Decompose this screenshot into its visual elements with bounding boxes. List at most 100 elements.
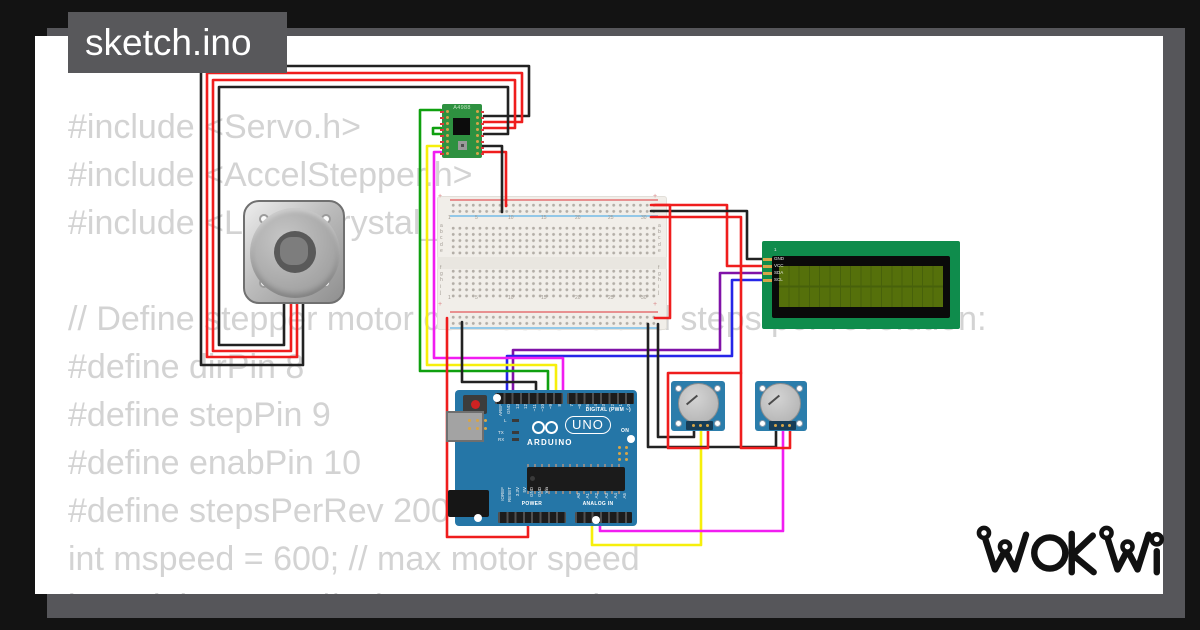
arduino-digital-pin-label: 13 <box>514 404 520 410</box>
arduino-digital-pin-label: ~6 <box>577 404 583 410</box>
icsp-pin[interactable] <box>484 427 488 431</box>
arduino-digital-pin-label: ~3 <box>601 404 607 410</box>
lcd-pin[interactable] <box>763 279 772 283</box>
pot-knob[interactable] <box>678 382 719 424</box>
breadboard-row-letter: c <box>658 235 661 242</box>
a4988-pin-pad <box>440 110 444 113</box>
a4988-pin-pad <box>440 134 444 137</box>
digital-caption: DIGITAL (PWM ~) <box>585 407 631 413</box>
arduino-led <box>512 431 519 434</box>
logo-node <box>997 539 1013 554</box>
pot-knob-indicator <box>767 394 781 405</box>
lcd-pin[interactable] <box>763 265 772 269</box>
arduino-power-pin-label: 5V <box>521 487 527 493</box>
reset-button-cap[interactable] <box>470 400 480 409</box>
digital-header-right[interactable] <box>567 393 634 404</box>
wokwi-logo <box>976 525 1165 576</box>
stepper-motor[interactable] <box>243 200 345 304</box>
a4988-pin[interactable] <box>445 110 449 114</box>
potentiometer-1[interactable] <box>671 381 725 431</box>
a4988-pin[interactable] <box>475 140 479 144</box>
board-mounting-hole <box>627 435 635 443</box>
a4988-pin[interactable] <box>475 110 479 114</box>
arduino-brand-label: ARDUINO <box>527 438 573 447</box>
a4988-pin[interactable] <box>475 134 479 138</box>
board-mounting-hole <box>592 516 600 524</box>
a4988-pin[interactable] <box>445 128 449 132</box>
code-line: #include <Servo.h> <box>68 108 361 146</box>
power-caption: POWER <box>521 501 543 507</box>
icsp-pin[interactable] <box>625 452 629 456</box>
icsp-pin[interactable] <box>618 446 622 450</box>
a4988-pin[interactable] <box>445 134 449 138</box>
icsp-pin[interactable] <box>625 458 629 462</box>
arduino-analog-pin-label: A5 <box>622 493 627 499</box>
a4988-driver[interactable]: A4988 <box>440 104 484 158</box>
a4988-pin-pad <box>440 128 444 131</box>
a4988-pin[interactable] <box>475 122 479 126</box>
icsp-pin[interactable] <box>618 458 622 462</box>
breadboard-holes-a-e <box>451 226 657 257</box>
logo-node <box>1120 539 1135 554</box>
a4988-pin[interactable] <box>445 122 449 126</box>
digital-header-left[interactable] <box>495 393 563 404</box>
arduino-digital-pin-label: 12 <box>523 404 529 410</box>
arduino-analog-pin-label: A2 <box>594 493 600 499</box>
a4988-pin[interactable] <box>445 116 449 120</box>
a4988-pin[interactable] <box>475 146 479 150</box>
breadboard-plus-mark: + <box>653 301 658 308</box>
a4988-pin[interactable] <box>475 152 479 156</box>
breadboard-row-letter: j <box>658 289 660 296</box>
breadboard-column-number: 30 <box>641 215 647 221</box>
breadboard-row-letter: d <box>658 241 661 248</box>
lcd-pin[interactable] <box>763 258 772 262</box>
breadboard-plus-mark: + <box>438 301 443 308</box>
arduino-power-pin-label: IOREF <box>500 487 505 501</box>
arduino-power-pin-label: GND <box>536 487 542 497</box>
lcd-pin[interactable] <box>763 272 772 276</box>
arduino-digital-pin-label: 1 <box>617 404 623 407</box>
code-line: #define stepPin 9 <box>68 396 331 434</box>
breadboard-column-number: 20 <box>575 295 581 301</box>
breadboard-column-number: 5 <box>475 215 478 221</box>
arduino-digital-pin-label: GND <box>506 404 512 414</box>
breadboard-column-number: 15 <box>541 215 547 221</box>
a4988-pin[interactable] <box>475 116 479 120</box>
potentiometer-2[interactable] <box>755 381 807 431</box>
power-header[interactable] <box>498 512 566 523</box>
arduino-led-label: L <box>504 418 507 423</box>
pot-knob[interactable] <box>760 382 801 424</box>
pot-mounting-hole <box>759 420 766 427</box>
icsp-pin[interactable] <box>618 452 622 456</box>
uno-model-label: UNO <box>565 416 611 434</box>
icsp-pin[interactable] <box>625 446 629 450</box>
a4988-pin-pad <box>440 140 444 143</box>
sketch-title: sketch.ino <box>85 21 252 63</box>
logo-letter-k <box>1068 530 1097 576</box>
analog-header[interactable] <box>575 512 632 523</box>
on-led-label: ON <box>621 428 630 434</box>
lcd-screen <box>779 266 943 307</box>
breadboard-row-letter: h <box>658 277 661 284</box>
a4988-pin[interactable] <box>445 152 449 156</box>
breadboard-row-letter: j <box>440 289 442 296</box>
a4988-pin[interactable] <box>445 140 449 144</box>
a4988-pin-pad <box>480 110 484 113</box>
breadboard-center-channel <box>437 257 667 269</box>
a4988-pin[interactable] <box>475 128 479 132</box>
a4988-trim-pot[interactable] <box>458 141 467 150</box>
lcd-pin1-label: 1 <box>774 247 777 252</box>
arduino-digital-pin-label: ~5 <box>585 404 591 410</box>
arduino-uno[interactable]: UNO ARDUINO DIGITAL (PWM ~) ON POWER ANA… <box>446 390 637 526</box>
arduino-infinity-logo <box>532 421 545 434</box>
a4988-pin[interactable] <box>445 146 449 150</box>
breadboard-column-number: 10 <box>508 295 514 301</box>
breadboard-column-number: 10 <box>508 215 514 221</box>
a4988-pin-pad <box>440 122 444 125</box>
power-jack <box>448 490 489 517</box>
lcd-pin-label: SCL <box>774 277 783 282</box>
code-line: #define enabPin 10 <box>68 444 362 482</box>
icsp-pin[interactable] <box>484 419 488 423</box>
